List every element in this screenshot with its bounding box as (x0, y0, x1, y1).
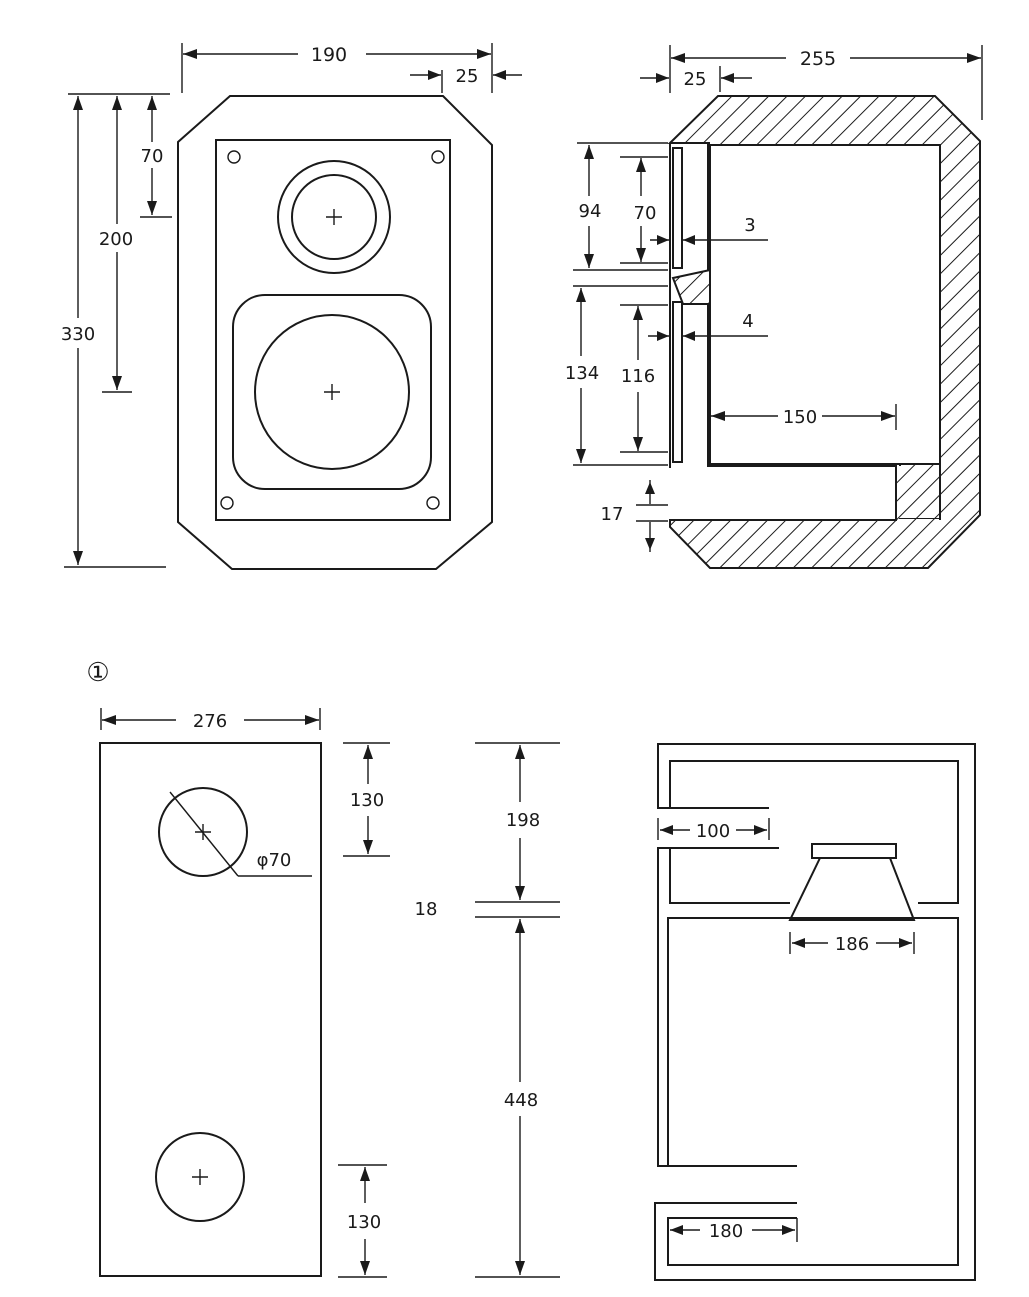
dimension-label: 150 (783, 407, 817, 428)
internal-section-view: 100 186 180 (654, 743, 976, 1281)
woofer-cone (254, 314, 410, 470)
woofer-frame (232, 294, 432, 490)
dimension-label: 448 (504, 1090, 538, 1111)
dimension-label: 190 (311, 44, 347, 66)
diameter-label: φ70 (257, 850, 292, 871)
dimension-label: 25 (456, 66, 479, 87)
dimension-label: 276 (193, 711, 227, 732)
baffle-plate (215, 139, 451, 521)
dimension-label: 25 (684, 69, 707, 90)
lower-hole (155, 1132, 245, 1222)
driver-magnet (811, 843, 897, 859)
dimension-label: 180 (709, 1221, 743, 1242)
screw-hole-icon (426, 496, 440, 510)
upper-chamber-inner (669, 847, 790, 904)
dimension-label: 130 (350, 790, 384, 811)
upper-hole (158, 787, 248, 877)
dimension-label: 116 (621, 366, 655, 387)
dimension-label: 3 (744, 215, 755, 236)
tweeter-center-mark (326, 209, 342, 225)
baffle-layout-view: φ70 276 130 130 (99, 708, 390, 1278)
baffle-panel (99, 742, 322, 1277)
woofer-center-mark (324, 384, 340, 400)
main-chamber-inner (667, 917, 959, 1266)
mid-wall (657, 847, 797, 1167)
dimension-label: 94 (579, 201, 602, 222)
upper-duct-inner (669, 760, 959, 904)
dimension-label: 70 (141, 146, 164, 167)
figure-number: ① (86, 658, 109, 688)
driver-cone-icon (788, 857, 916, 921)
woofer-panel (672, 301, 683, 463)
dimension-label: 198 (506, 810, 540, 831)
dimension-label: 100 (696, 821, 730, 842)
dimension-label: 70 (634, 203, 657, 224)
tweeter-dome (291, 174, 377, 260)
front-view: 190 25 330 200 70 (61, 43, 522, 570)
tweeter-outer-ring (277, 160, 391, 274)
mid-divider-hatched (671, 268, 711, 305)
lower-hole-center-mark (192, 1169, 208, 1185)
dimension-label: 18 (415, 899, 438, 920)
dimension-label: 134 (565, 363, 599, 384)
screw-hole-icon (431, 150, 445, 164)
dimension-label: 200 (99, 229, 133, 250)
dimension-label: 255 (800, 48, 836, 70)
dimension-label: 130 (347, 1212, 381, 1233)
cabinet-front-outline (177, 95, 493, 570)
dimension-label: 330 (61, 324, 95, 345)
dimension-label: 4 (742, 311, 753, 332)
tweeter-panel (672, 147, 683, 269)
dimension-label: 186 (835, 934, 869, 955)
screw-hole-icon (220, 496, 234, 510)
dimension-label: 17 (601, 504, 624, 525)
outer-wall (654, 743, 976, 1281)
height-split-dimensions: 198 18 448 (415, 742, 560, 1278)
side-section-view: 255 25 94 70 3 134 (565, 45, 983, 569)
screw-hole-icon (227, 150, 241, 164)
